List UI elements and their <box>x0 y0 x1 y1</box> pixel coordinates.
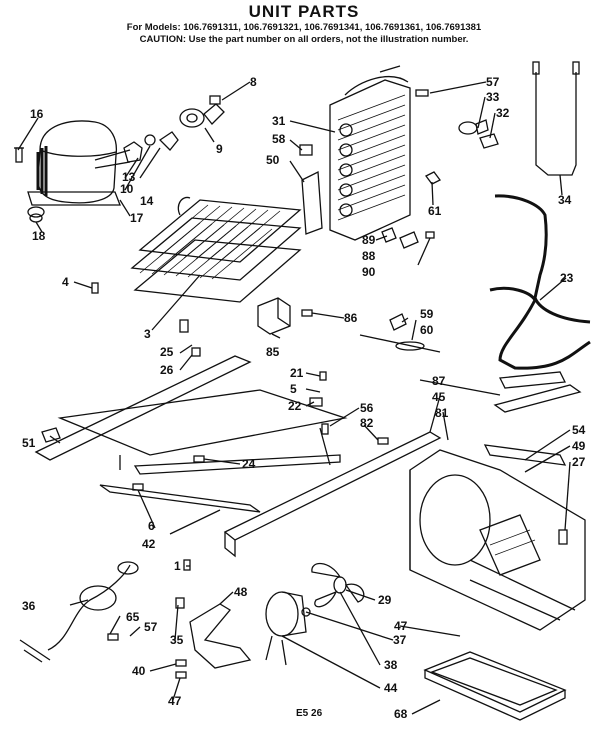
callout-45: 45 <box>432 390 446 404</box>
callout-51: 51 <box>22 436 36 450</box>
callout-54: 54 <box>572 423 586 437</box>
callout-18: 18 <box>32 229 46 243</box>
callout-16: 16 <box>30 107 44 121</box>
callout-68: 68 <box>394 707 408 721</box>
callout-1: 1 <box>174 559 181 573</box>
callout-89: 89 <box>362 233 376 247</box>
callout-42: 42 <box>142 537 156 551</box>
callout-57b: 57 <box>144 620 158 634</box>
capillary-drier <box>359 313 441 353</box>
callout-57: 57 <box>486 75 500 89</box>
evaporator-screw <box>415 89 429 97</box>
callout-35: 35 <box>170 633 184 647</box>
callout-65: 65 <box>126 610 140 624</box>
fan-motor-bracket <box>189 603 252 669</box>
callout-44: 44 <box>384 681 398 695</box>
caution-note: CAUTION: Use the part number on all orde… <box>139 34 469 45</box>
callout-50: 50 <box>266 153 280 167</box>
callout-26: 26 <box>160 363 174 377</box>
callout-58: 58 <box>272 132 286 146</box>
callout-labels: 1345689101314161718212223242526272931323… <box>22 75 586 721</box>
diagram-code: E5 26 <box>296 708 323 719</box>
compressor <box>27 120 131 206</box>
drain-trough <box>493 384 582 413</box>
callout-40: 40 <box>132 664 146 678</box>
leader-lines <box>17 81 571 715</box>
callout-47b: 47 <box>168 694 182 708</box>
callout-5: 5 <box>290 382 297 396</box>
callout-34: 34 <box>558 193 572 207</box>
frame-clip-left <box>41 427 61 443</box>
drain-pan <box>423 651 567 721</box>
callout-81: 81 <box>435 406 449 420</box>
rail <box>223 431 442 558</box>
compressor-relay <box>123 131 179 163</box>
condenser-coil <box>130 196 302 303</box>
callout-9: 9 <box>216 142 223 156</box>
callout-90: 90 <box>362 265 376 279</box>
callout-27: 27 <box>572 455 586 469</box>
callout-31: 31 <box>272 114 286 128</box>
callout-14: 14 <box>140 194 154 208</box>
housing-screw <box>558 529 568 545</box>
model-list: For Models: 106.7691311, 106.7691321, 10… <box>126 22 482 33</box>
power-cord <box>19 561 139 663</box>
callout-22: 22 <box>288 399 302 413</box>
callout-47: 47 <box>394 619 408 633</box>
bracket-clip <box>479 133 499 149</box>
drain-tube-clip <box>425 171 441 185</box>
start-relay <box>257 297 291 335</box>
fan-motor <box>265 591 311 666</box>
overload-protector <box>179 95 225 128</box>
evaporator <box>329 65 411 241</box>
callout-4: 4 <box>62 275 69 289</box>
condenser-fan-blade <box>311 562 365 608</box>
callout-38: 38 <box>384 658 398 672</box>
callout-25: 25 <box>160 345 174 359</box>
page-title: UNIT PARTS <box>248 2 360 21</box>
callout-60: 60 <box>420 323 434 337</box>
compressor-grommet <box>27 206 45 223</box>
callout-59: 59 <box>420 307 434 321</box>
callout-37: 37 <box>393 633 407 647</box>
callout-17: 17 <box>130 211 144 225</box>
callout-36: 36 <box>22 599 36 613</box>
callout-85: 85 <box>266 345 280 359</box>
cord-clips <box>107 559 191 679</box>
evaporator-cover-bracket <box>301 170 323 235</box>
housing-bracket <box>483 444 567 466</box>
callout-6: 6 <box>148 519 155 533</box>
fan-shroud-housing <box>409 449 586 631</box>
drain-fitting <box>458 119 489 135</box>
callout-32: 32 <box>496 106 510 120</box>
relay-screw <box>301 309 313 317</box>
callout-56: 56 <box>360 401 374 415</box>
base-frame <box>34 355 348 513</box>
callout-87: 87 <box>432 374 446 388</box>
callout-61: 61 <box>428 204 442 218</box>
callout-29: 29 <box>378 593 392 607</box>
refrigerant-tubing <box>489 194 591 389</box>
callout-23: 23 <box>560 271 574 285</box>
compressor-screw <box>14 147 24 163</box>
defrost-heater-clip <box>299 144 313 156</box>
callout-88: 88 <box>362 249 376 263</box>
callout-48: 48 <box>234 585 248 599</box>
callout-8: 8 <box>250 75 257 89</box>
drain-heater <box>532 61 580 176</box>
callout-86: 86 <box>344 311 358 325</box>
callout-33: 33 <box>486 90 500 104</box>
callout-49: 49 <box>572 439 586 453</box>
callout-10: 10 <box>120 182 134 196</box>
callout-13: 13 <box>122 170 136 184</box>
callout-3: 3 <box>144 327 151 341</box>
callout-21: 21 <box>290 366 304 380</box>
callout-82: 82 <box>360 416 374 430</box>
callout-24: 24 <box>242 457 256 471</box>
